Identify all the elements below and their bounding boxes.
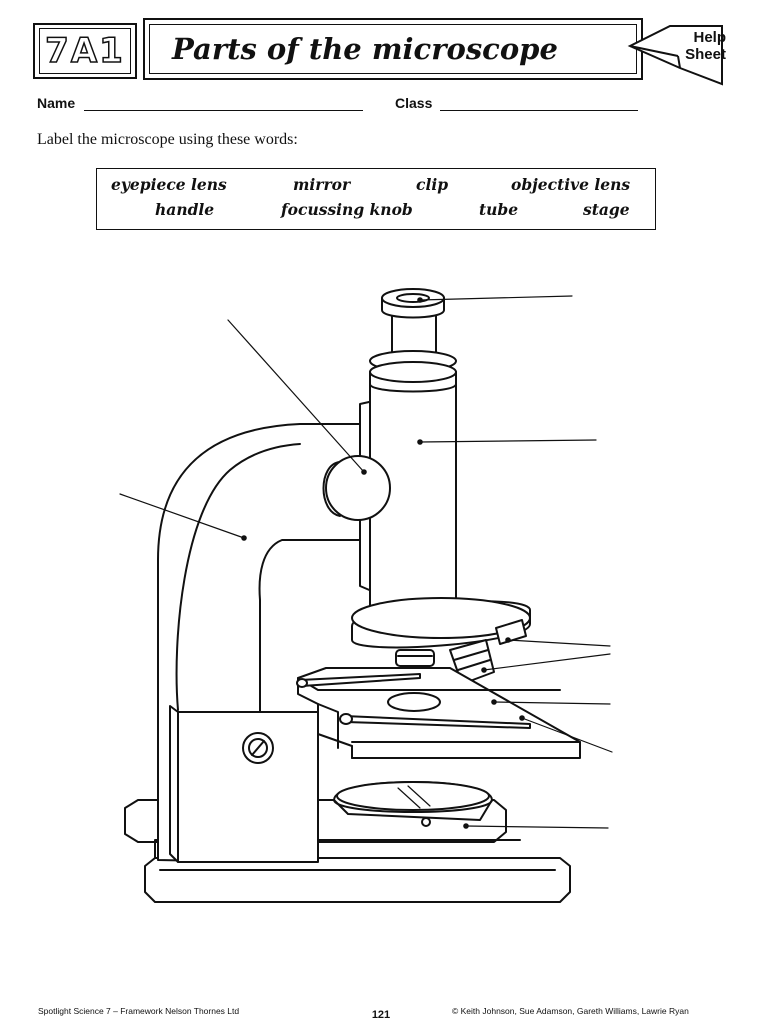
unit-code-box: 7A1 [33, 23, 137, 79]
unit-code: 7A1 [39, 28, 131, 74]
name-label: Name [37, 95, 75, 111]
tube [370, 312, 456, 620]
word-handle: handle [155, 200, 214, 219]
instruction-text: Label the microscope using these words: [37, 131, 298, 149]
footer-publisher: Spotlight Science 7 – Framework Nelson T… [38, 1006, 239, 1016]
word-stage: stage [583, 200, 630, 219]
word-clip: clip [416, 175, 448, 194]
help-label: Help [668, 29, 726, 46]
class-field[interactable] [440, 110, 638, 111]
focussing-knob [324, 456, 391, 520]
sheet-label: Sheet [668, 46, 726, 63]
word-tube: tube [479, 200, 518, 219]
page-number: 121 [366, 1009, 396, 1021]
word-focussing-knob: focussing knob [281, 200, 413, 219]
title-box: Parts of the microscope [143, 18, 643, 80]
word-mirror: mirror [293, 175, 350, 194]
word-bank-box: eyepiece lens mirror clip objective lens… [96, 168, 656, 230]
word-eyepiece-lens: eyepiece lens [111, 175, 227, 194]
name-field[interactable] [84, 110, 363, 111]
lower-block [170, 706, 318, 862]
title-inner-frame: Parts of the microscope [149, 24, 637, 74]
microscope-diagram [0, 250, 768, 910]
footer-copyright: © Keith Johnson, Sue Adamson, Gareth Wil… [452, 1006, 689, 1016]
word-objective-lens: objective lens [511, 175, 630, 194]
class-label: Class [395, 95, 432, 111]
eyepiece [382, 289, 444, 318]
page-title: Parts of the microscope [172, 32, 558, 66]
